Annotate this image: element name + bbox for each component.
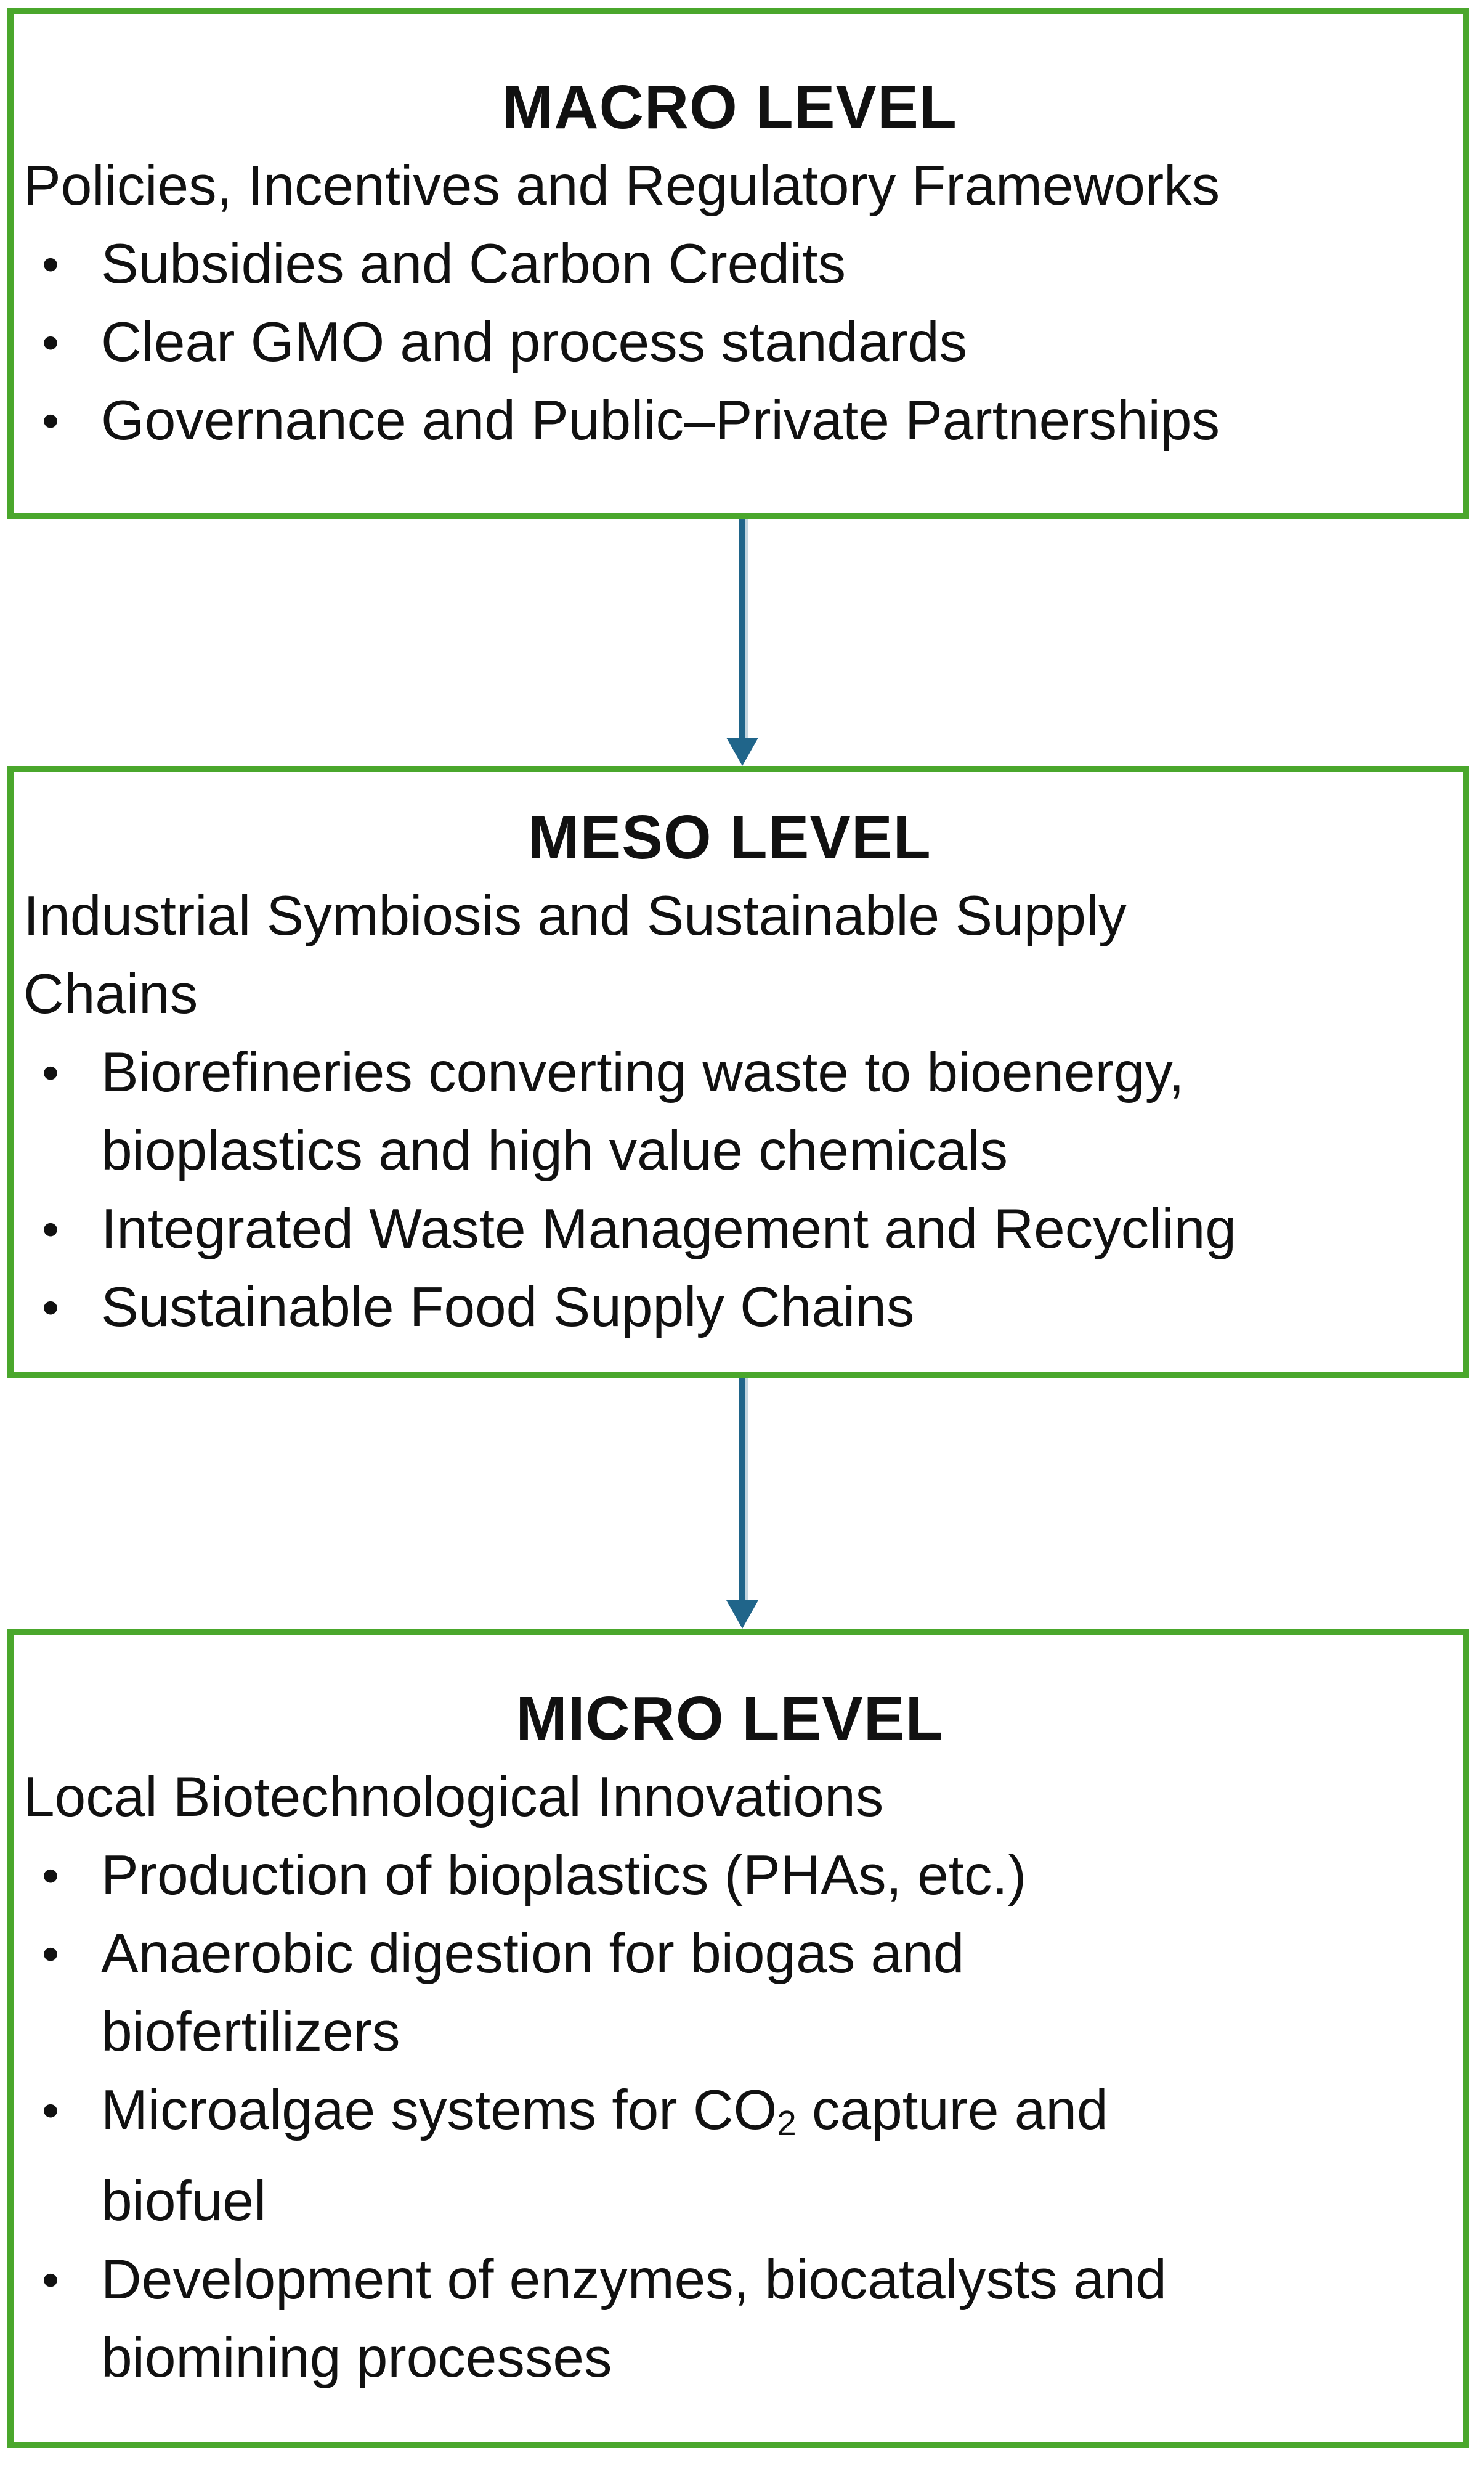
arrowhead-down-icon <box>726 1600 758 1629</box>
list-item: • Microalgae systems for CO2 capture and… <box>23 2071 1436 2240</box>
bullet-text: Subsidies and Carbon Credits <box>101 232 846 295</box>
arrow-shaft <box>739 1378 745 1601</box>
list-item: • Production of bioplastics (PHAs, etc.) <box>23 1836 1436 1915</box>
bullet-icon: • <box>42 1926 60 1981</box>
arrow-shaft-highlight <box>745 519 748 739</box>
bullet-icon: • <box>42 2252 60 2308</box>
down-arrow-meso-to-micro <box>726 1378 758 1629</box>
bullet-text: Production of bioplastics (PHAs, etc.) <box>101 1844 1027 1906</box>
arrow-shaft-highlight <box>745 1378 748 1601</box>
list-item: • Integrated Waste Management and Recycl… <box>23 1190 1436 1268</box>
bullet-icon: • <box>42 1044 60 1100</box>
list-item: • Development of enzymes, biocatalysts a… <box>23 2240 1436 2397</box>
bullet-text: Biorefineries converting waste to bioene… <box>101 1041 1185 1182</box>
list-item: • Biorefineries converting waste to bioe… <box>23 1033 1436 1190</box>
down-arrow-macro-to-meso <box>726 519 758 766</box>
bullet-icon: • <box>42 1847 60 1903</box>
bullet-icon: • <box>42 1201 60 1256</box>
micro-box-subtitle: Local Biotechnological Innovations <box>23 1765 884 1828</box>
micro-level-box: MICRO LEVEL Local Biotechnological Innov… <box>7 1629 1469 2448</box>
list-item: • Anaerobic digestion for biogas and bio… <box>23 1915 1436 2071</box>
macro-level-box: MACRO LEVEL Policies, Incentives and Reg… <box>7 8 1469 519</box>
bullet-text-pre: Microalgae systems for CO <box>101 2078 777 2141</box>
meso-box-title: MESO LEVEL <box>528 802 931 872</box>
bullet-icon: • <box>42 314 60 370</box>
bullet-text: Anaerobic digestion for biogas and biofe… <box>101 1922 965 2063</box>
arrowhead-down-icon <box>726 738 758 766</box>
list-item: • Governance and Public–Private Partners… <box>23 381 1436 460</box>
bullet-text: Clear GMO and process standards <box>101 311 968 373</box>
bullet-text: Integrated Waste Management and Recyclin… <box>101 1197 1236 1260</box>
arrow-shaft <box>739 519 745 739</box>
macro-box-title: MACRO LEVEL <box>502 72 957 142</box>
bullet-icon: • <box>42 393 60 448</box>
bullet-text-with-subscript: Microalgae systems for CO2 capture and b… <box>101 2071 1436 2240</box>
bullet-icon: • <box>42 2082 60 2138</box>
micro-box-title: MICRO LEVEL <box>516 1683 944 1753</box>
meso-box-subtitle: Industrial Symbiosis and Sustainable Sup… <box>23 884 1127 1025</box>
bullet-text: Development of enzymes, biocatalysts and… <box>101 2248 1167 2390</box>
list-item: • Sustainable Food Supply Chains <box>23 1268 1436 1346</box>
bullet-text: Sustainable Food Supply Chains <box>101 1276 915 1338</box>
bullet-text-post: capture and biofuel <box>101 2078 1108 2233</box>
bullet-icon: • <box>42 1279 60 1335</box>
macro-box-subtitle: Policies, Incentives and Regulatory Fram… <box>23 154 1220 217</box>
bullet-text: Governance and Public–Private Partnershi… <box>101 389 1220 452</box>
bullet-icon: • <box>42 236 60 291</box>
list-item: • Clear GMO and process standards <box>23 303 1436 381</box>
meso-level-box: MESO LEVEL Industrial Symbiosis and Sust… <box>7 766 1469 1378</box>
list-item: • Subsidies and Carbon Credits <box>23 225 1436 303</box>
subscript-2: 2 <box>777 2104 797 2143</box>
